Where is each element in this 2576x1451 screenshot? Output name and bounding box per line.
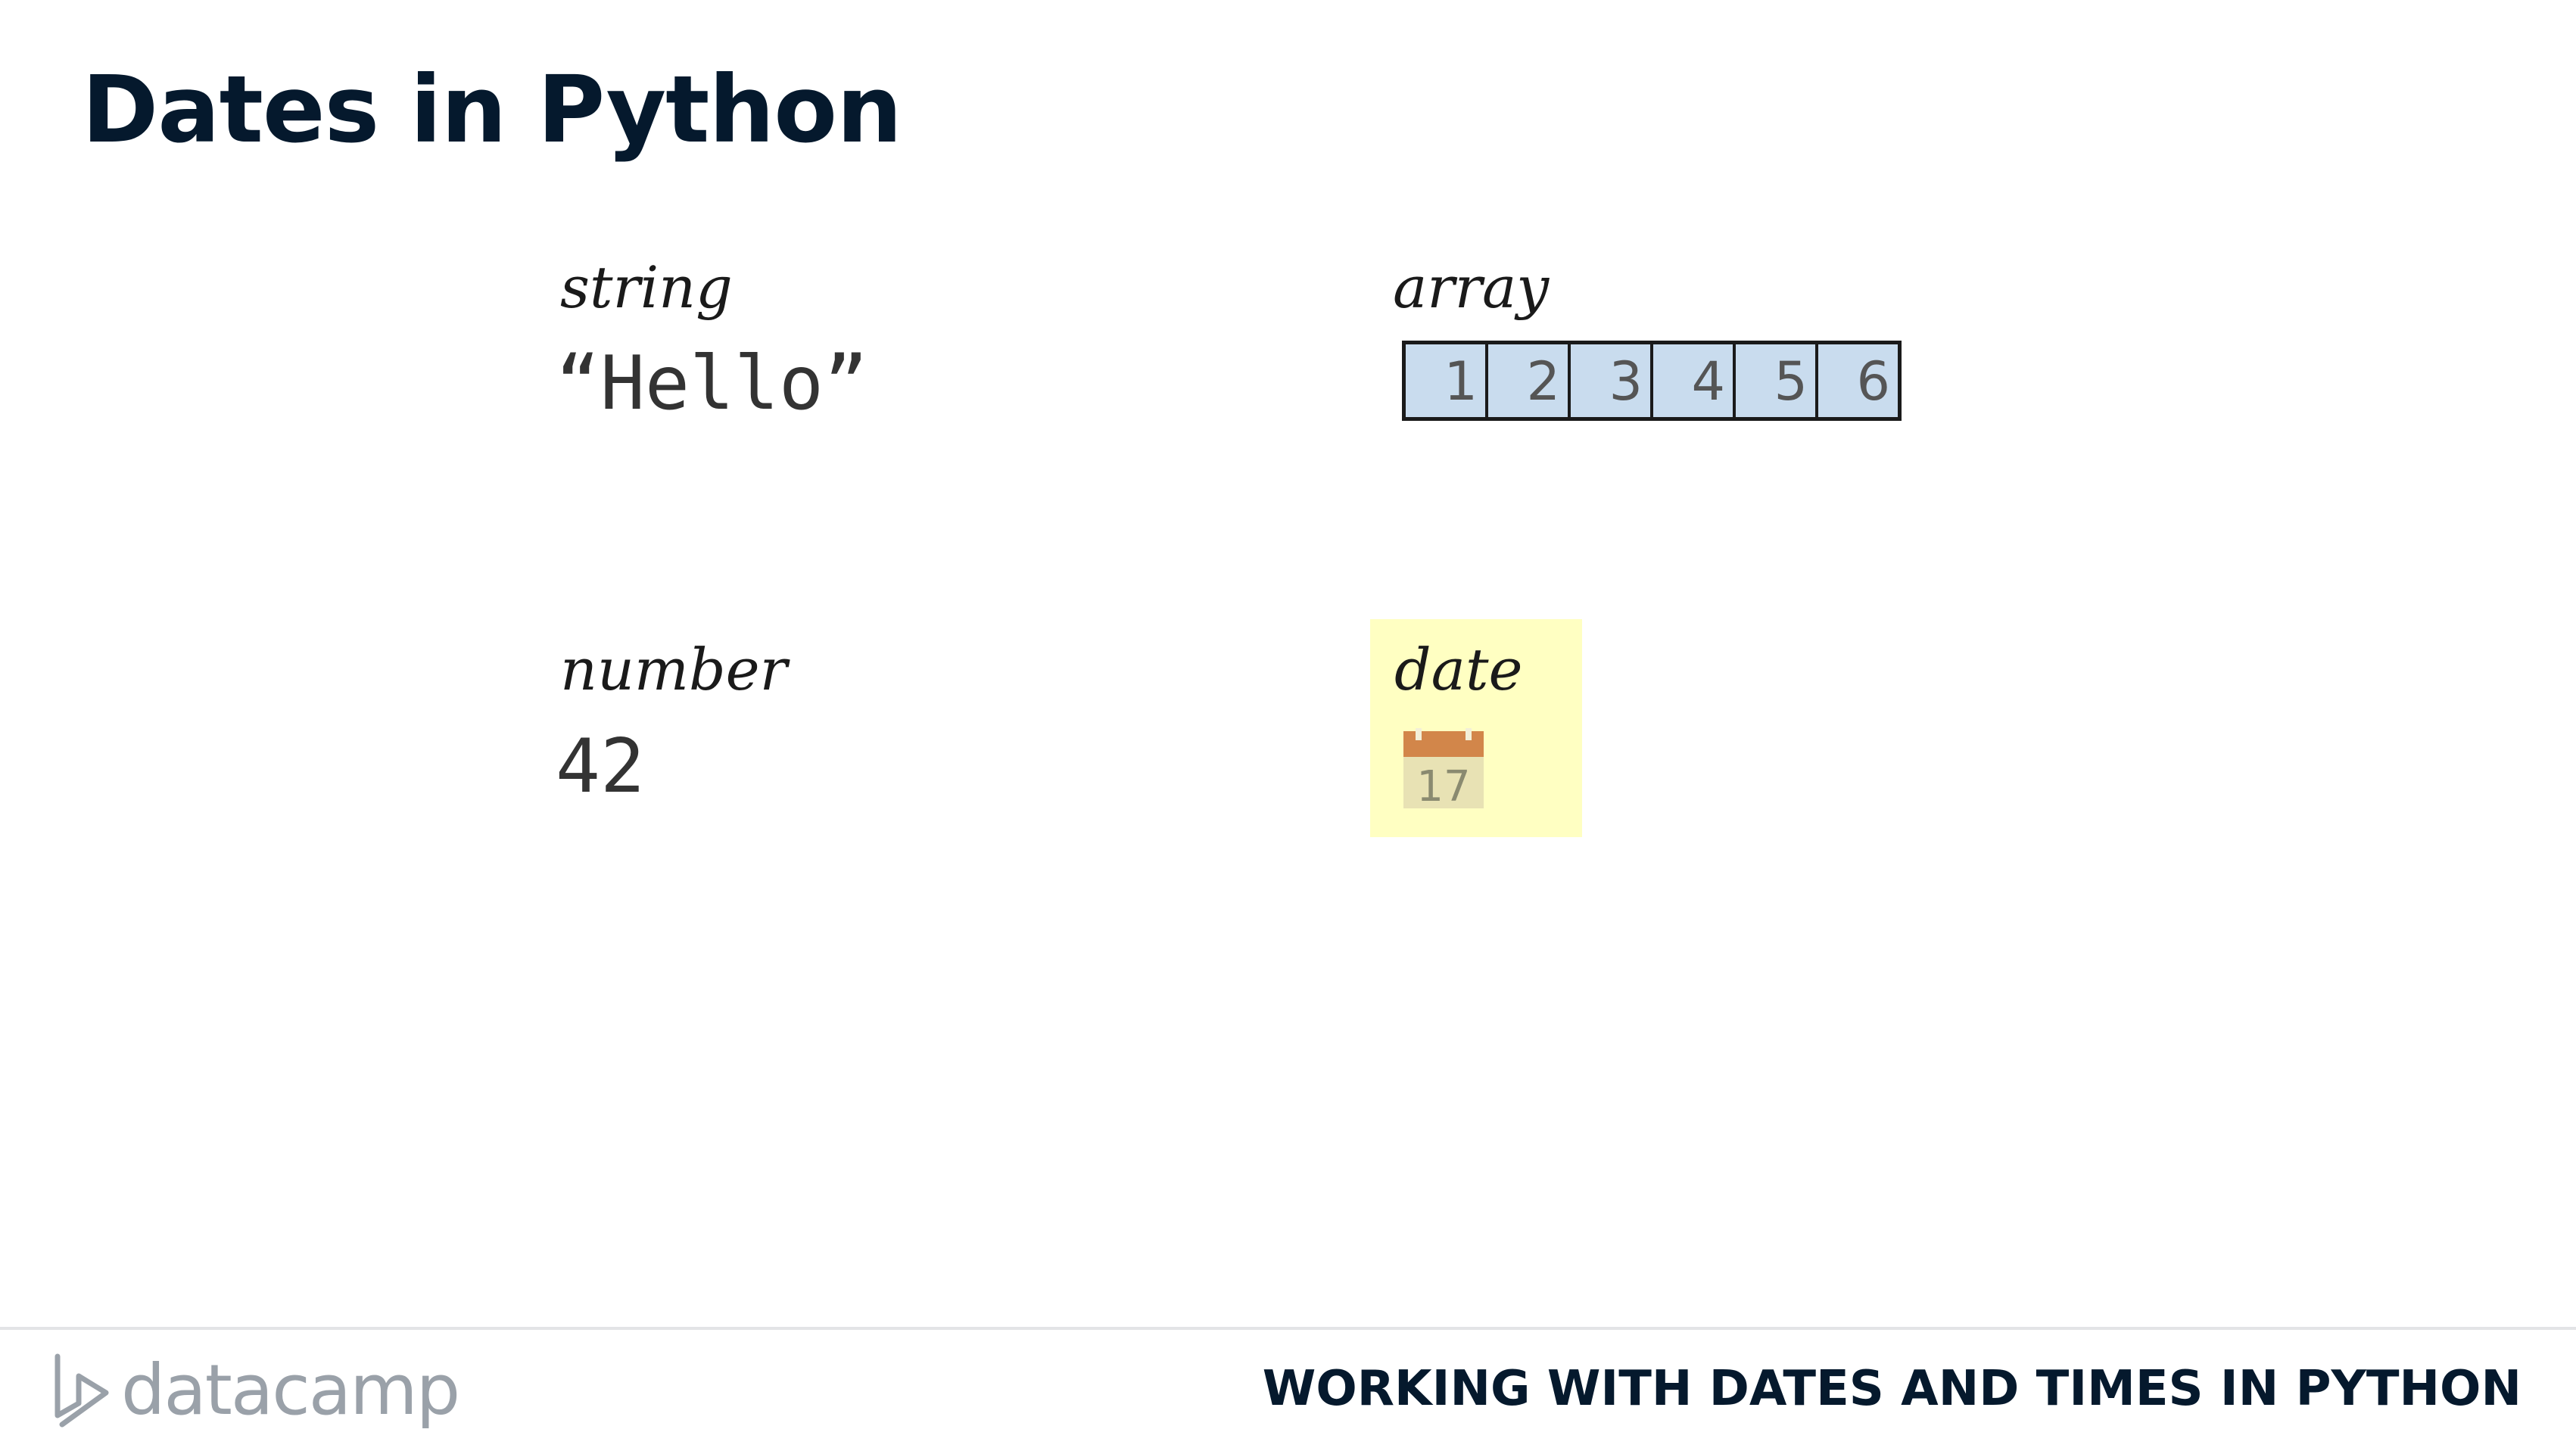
array-cell: 4 <box>1650 344 1733 417</box>
date-label: date <box>1394 636 1523 703</box>
slide-title: Dates in Python <box>82 56 902 163</box>
string-label: string <box>560 254 733 321</box>
number-value: 42 <box>556 724 646 810</box>
datacamp-logo: datacamp <box>53 1349 460 1432</box>
array-cell: 2 <box>1485 344 1568 417</box>
datacamp-logo-text: datacamp <box>121 1350 460 1431</box>
calendar-day-text: 17 <box>1416 762 1470 810</box>
number-label: number <box>560 636 787 703</box>
array-cell: 1 <box>1444 350 1478 413</box>
course-title: WORKING WITH DATES AND TIMES IN PYTHON <box>1262 1361 2521 1417</box>
footer-divider <box>0 1327 2576 1330</box>
array-label: array <box>1393 254 1550 321</box>
string-value: “Hello” <box>556 341 869 427</box>
array-cell: 6 <box>1815 344 1898 417</box>
array-diagram: 1 2 3 4 5 6 <box>1402 341 1902 421</box>
array-cell: 5 <box>1733 344 1815 417</box>
array-cell: 3 <box>1568 344 1650 417</box>
datacamp-logo-icon <box>55 1353 109 1428</box>
calendar-icon: 17 <box>1403 728 1484 810</box>
